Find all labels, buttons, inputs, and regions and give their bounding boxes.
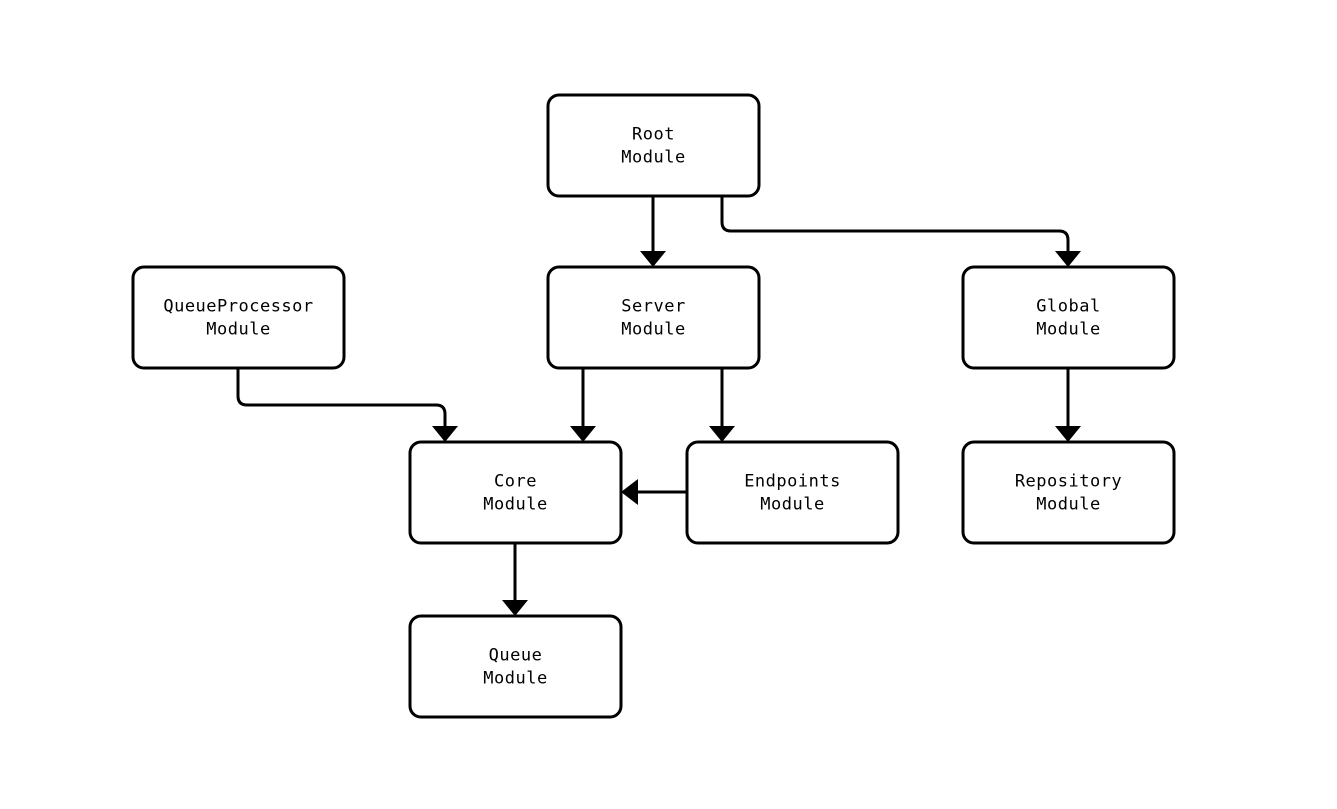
- node-label-line2: Module: [760, 495, 824, 515]
- edge-queueprocessor-to-core: [236, 368, 458, 442]
- node-box[interactable]: [546, 93, 761, 198]
- node-box[interactable]: [546, 265, 761, 370]
- node-box[interactable]: [961, 265, 1176, 370]
- edge-root-to-server: [640, 196, 666, 267]
- node-label-line1: Core: [494, 472, 537, 492]
- arrow-head-down: [570, 426, 596, 442]
- arrow-head-down: [1055, 251, 1081, 267]
- arrow-head-down: [1055, 426, 1081, 442]
- edge-server-to-endpoints: [709, 368, 735, 442]
- arrow-head-down: [432, 426, 458, 442]
- node-label-line2: Module: [621, 148, 685, 168]
- node-box[interactable]: [408, 440, 623, 545]
- node-label-line2: Module: [206, 320, 270, 340]
- nodes-layer: RootModuleQueueProcessorModuleServerModu…: [131, 93, 1176, 719]
- node-label-line1: Server: [621, 297, 685, 317]
- arrow-head-down: [640, 251, 666, 267]
- node-label-line1: Repository: [1015, 472, 1122, 492]
- edge-line: [236, 368, 447, 427]
- node-label-line1: Global: [1036, 297, 1100, 317]
- node-label-line1: Endpoints: [744, 472, 841, 492]
- node-box[interactable]: [131, 265, 346, 370]
- node-box[interactable]: [408, 614, 623, 719]
- node-label-line1: Queue: [489, 646, 543, 666]
- edge-root-to-global: [720, 196, 1081, 267]
- arrow-head-left: [621, 479, 638, 505]
- edge-server-to-core: [570, 368, 596, 442]
- node-label-line2: Module: [621, 320, 685, 340]
- node-box[interactable]: [685, 440, 900, 545]
- edge-core-to-queue: [502, 543, 528, 616]
- node-label-line2: Module: [483, 495, 547, 515]
- edge-global-to-repository: [1055, 368, 1081, 442]
- arrow-head-down: [502, 600, 528, 616]
- arrow-head-down: [709, 426, 735, 442]
- node-label-line1: QueueProcessor: [163, 297, 313, 317]
- node-label-line2: Module: [483, 669, 547, 689]
- node-label-line1: Root: [632, 125, 675, 145]
- edges-layer: [236, 196, 1081, 616]
- edge-endpoints-to-core: [621, 479, 687, 505]
- node-label-line2: Module: [1036, 320, 1100, 340]
- node-label-line2: Module: [1036, 495, 1100, 515]
- edge-line: [720, 196, 1070, 252]
- node-box[interactable]: [961, 440, 1176, 545]
